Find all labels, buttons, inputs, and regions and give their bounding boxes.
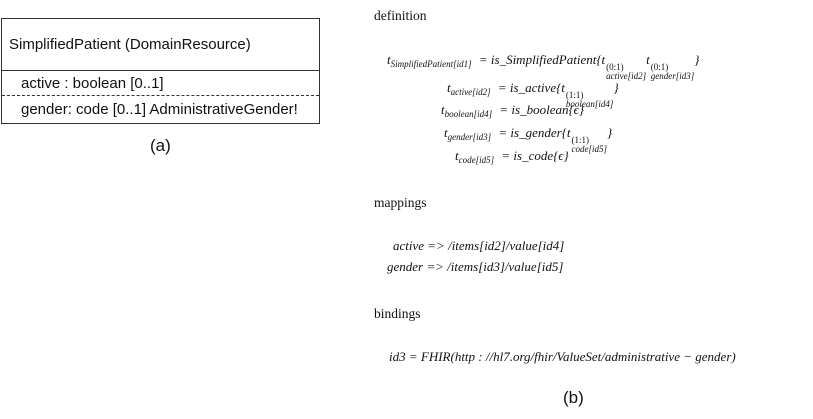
definition-heading: definition [374,8,427,23]
attribute-active: active : boolean [0..1] [2,71,319,96]
equation-simplified-patient: tSimplifiedPatient[id1] = is_SimplifiedP… [387,52,700,81]
mapping-active: active => /items[id2]/value[id4] [393,238,565,253]
caption-b: (b) [563,388,584,407]
bindings-heading: bindings [374,306,421,321]
attribute-gender: gender: code [0..1] AdministrativeGender… [21,100,298,118]
equation-code: tcode[id5] = is_code{ϵ} [455,148,569,165]
eq1-lhs: tSimplifiedPatient[id1] [387,52,472,69]
mappings-heading: mappings [374,195,427,210]
equation-gender: tgender[id3] = is_gender{t(1:1)code[id5]… [444,125,613,154]
equation-active: tactive[id2] = is_active{t(1:1)boolean[i… [447,80,619,109]
class-title: SimplifiedPatient (DomainResource) [2,19,319,71]
mapping-gender: gender => /items[id3]/value[id5] [387,259,564,274]
equation-boolean: tboolean[id4] = is_boolean{ϵ} [441,102,585,119]
uml-class-box: SimplifiedPatient (DomainResource) activ… [1,18,320,124]
binding-id3: id3 = FHIR(http : //hl7.org/fhir/ValueSe… [389,349,736,364]
caption-a: (a) [150,136,171,155]
